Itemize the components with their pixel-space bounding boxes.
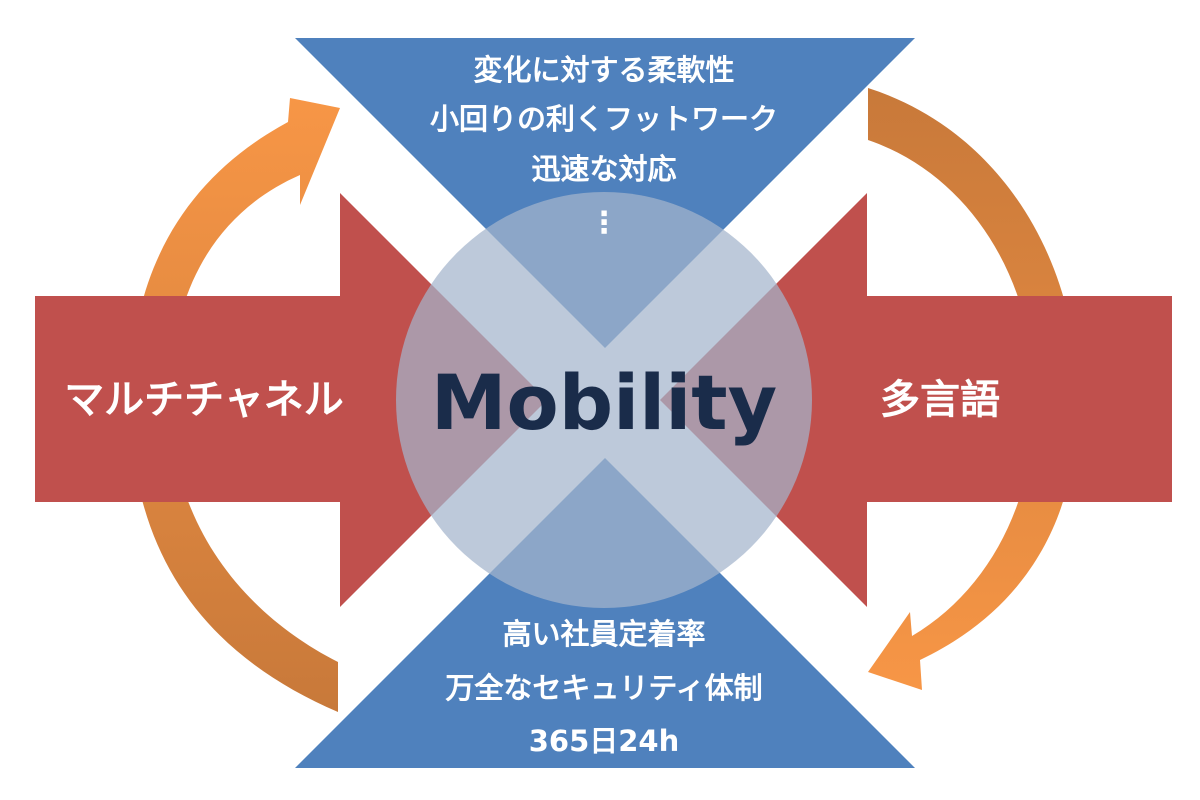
top-triangle-line-1: 変化に対する柔軟性 (473, 53, 734, 87)
left-arrow (35, 193, 547, 607)
center-label: Mobility (431, 358, 777, 447)
cycle-arrow-right (868, 88, 1078, 690)
center-circle (396, 192, 812, 608)
cycle-arrow-left (130, 98, 340, 712)
top-triangle-line-3: 迅速な対応 (531, 152, 676, 186)
top-triangle-line-2: 小回りの利くフットワーク (430, 102, 778, 136)
bottom-triangle (295, 458, 915, 768)
left-arrow-label: マルチチャネル (64, 377, 344, 423)
bottom-triangle-line-3: 365日24h (529, 724, 680, 758)
bottom-triangle-line-1: 高い社員定着率 (502, 617, 705, 651)
right-arrow-label: 多言語 (880, 377, 1000, 423)
right-arrow (660, 193, 1172, 607)
bottom-triangle-line-2: 万全なセキュリティ体制 (445, 671, 762, 705)
top-triangle-ellipsis: ⋮ (589, 206, 619, 241)
